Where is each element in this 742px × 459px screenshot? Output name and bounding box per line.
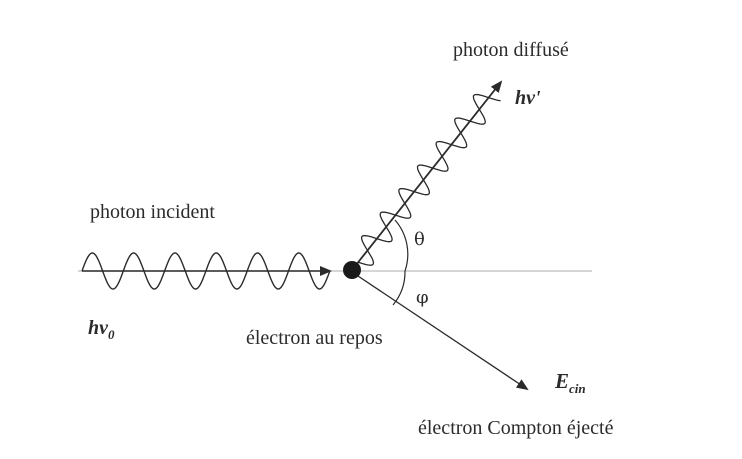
theta-label: θ xyxy=(414,229,425,250)
ejected-electron-label: électron Compton éjecté xyxy=(418,417,614,439)
electron-energy-label: Ecin xyxy=(554,369,586,396)
incident-energy-label: hν0 xyxy=(88,317,115,342)
incident-photon-label: photon incident xyxy=(90,201,215,223)
scattered-photon-wave xyxy=(358,93,501,266)
electron-energy-base: E xyxy=(554,369,569,393)
scattered-photon-label: photon diffusé xyxy=(453,39,569,61)
incident-energy-sub: 0 xyxy=(108,327,115,342)
phi-arc xyxy=(392,270,406,306)
scattered-energy-label: hν' xyxy=(515,87,541,109)
electron-at-rest-label: électron au repos xyxy=(246,327,383,349)
electron-energy-sub: cin xyxy=(569,381,586,396)
ejected-electron-arrow xyxy=(351,271,529,391)
incident-photon-wave xyxy=(81,252,331,290)
theta-arc xyxy=(394,219,409,272)
phi-label: φ xyxy=(416,287,429,308)
scattered-photon-arrow xyxy=(351,80,503,271)
incident-energy-base: hν xyxy=(88,317,109,339)
electron-dot xyxy=(343,261,361,279)
